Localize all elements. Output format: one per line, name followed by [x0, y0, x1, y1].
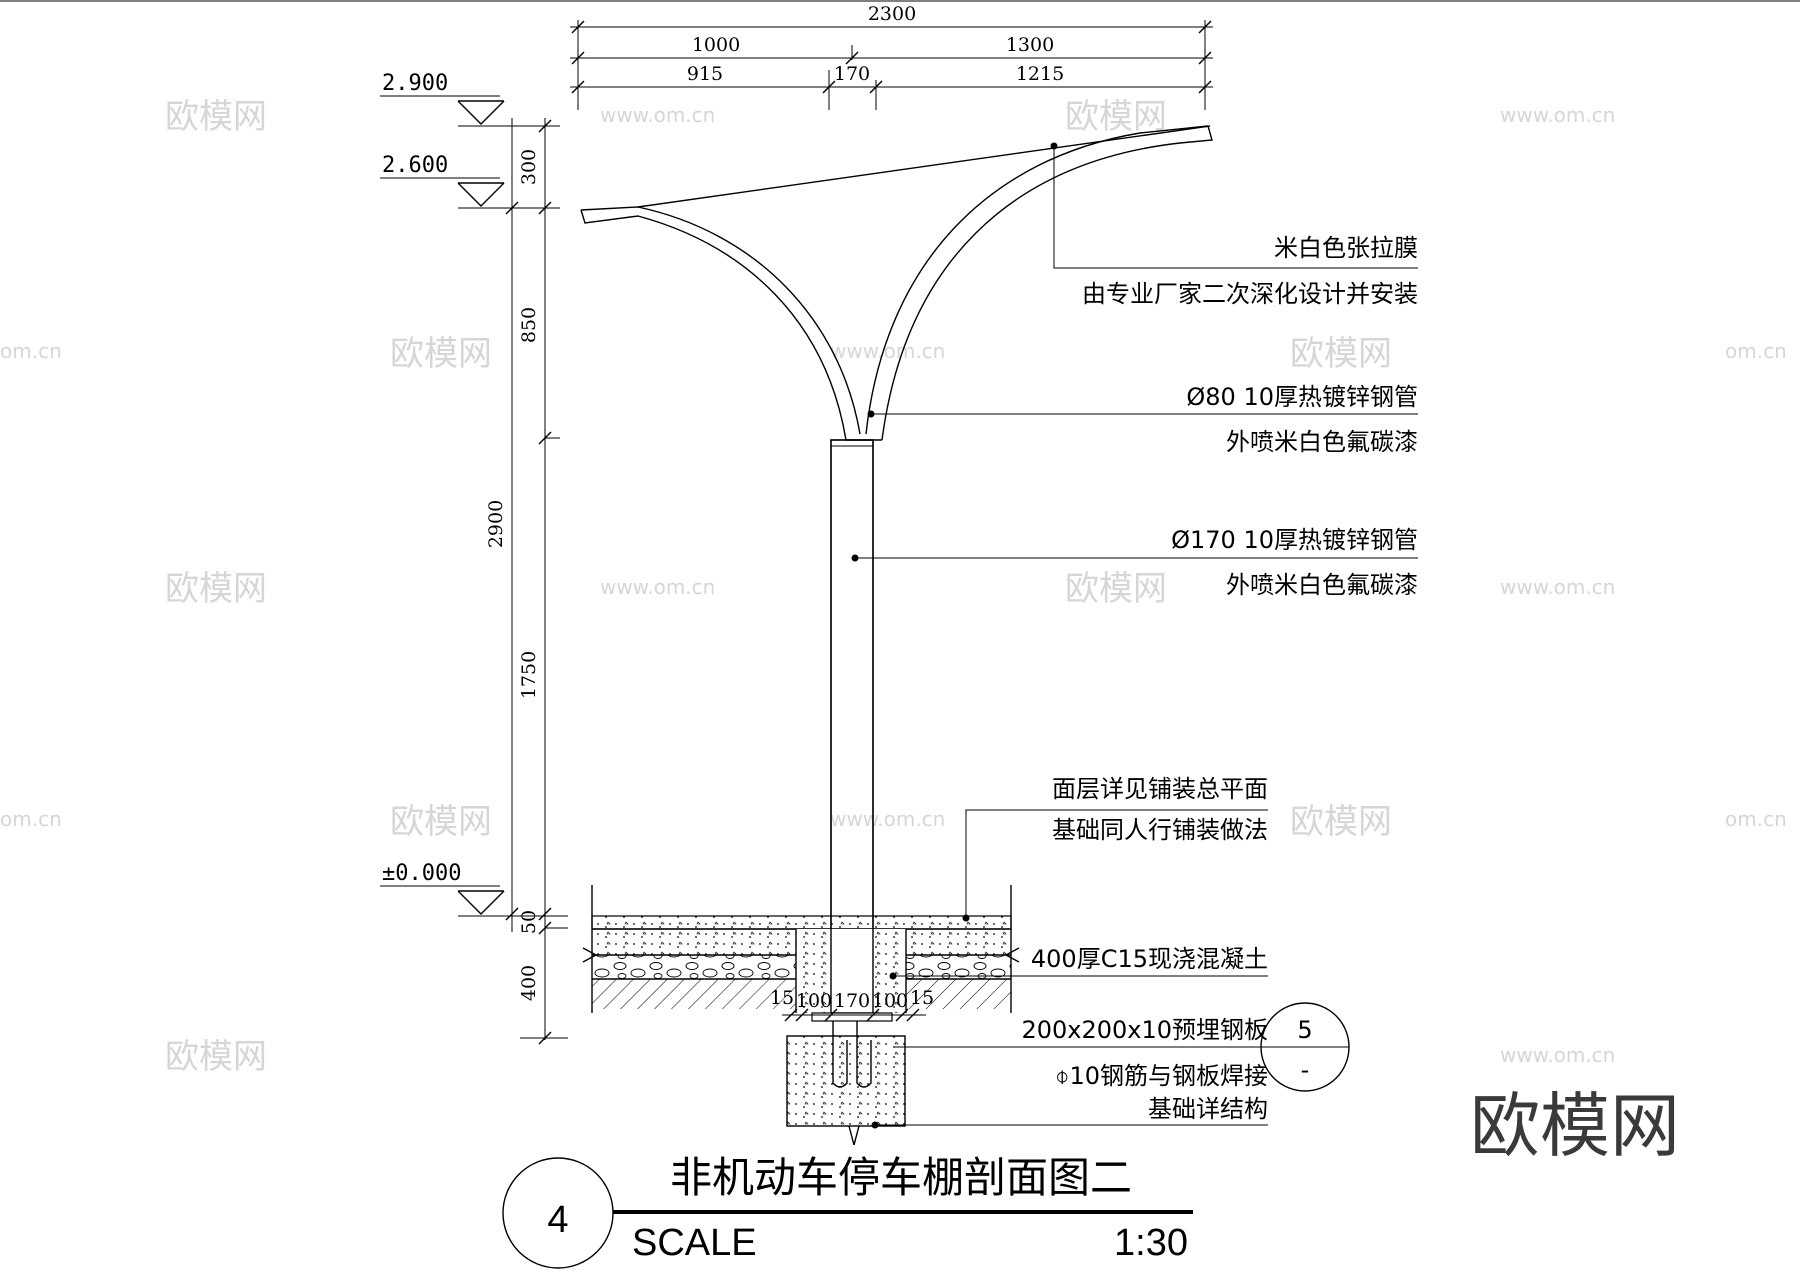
watermark-logo: 欧模网 [165, 569, 267, 609]
watermark-url: om.cn [0, 339, 62, 363]
note-membrane-1: 米白色张拉膜 [1274, 234, 1418, 262]
ref-bubble-top: 5 [1297, 1016, 1312, 1044]
drawing-title: 非机动车停车棚剖面图二 [670, 1153, 1132, 1202]
note-surface-2: 基础同人行铺装做法 [1052, 816, 1268, 844]
dim-50: 50 [518, 910, 540, 934]
watermark-logo: 欧模网 [1290, 334, 1392, 374]
dim-sub-mid: 170 [834, 63, 870, 85]
dim-300: 300 [518, 149, 540, 185]
watermark-logo: 欧模网 [1065, 569, 1167, 609]
dim-sub-right: 1215 [1016, 63, 1064, 85]
watermark-url: om.cn [1725, 339, 1787, 363]
watermark-logo: 欧模网 [390, 802, 492, 842]
dim-left: 1000 [692, 34, 740, 56]
left-arm-outer [580, 209, 847, 441]
watermark-logo: 欧模网 [165, 1037, 267, 1077]
ref-bubble-bottom: - [1301, 1056, 1310, 1084]
watermark-url: om.cn [1725, 807, 1787, 831]
watermark-url: www.om.cn [1500, 1043, 1615, 1067]
watermark-logo-large: 欧模网 [1470, 1085, 1680, 1167]
level-markers: 2.900 2.600 ±0.000 [380, 71, 568, 917]
detail-number: 4 [547, 1199, 568, 1241]
title-block: 4 非机动车停车棚剖面图二 SCALE 1:30 [502, 1153, 1193, 1269]
top-dimensions: 2300 1000 1300 915 170 1215 [570, 3, 1213, 110]
dim-overall: 2300 [868, 3, 916, 25]
note-pipe170-2: 外喷米白色氟碳漆 [1226, 571, 1418, 599]
level-2600: 2.600 [382, 153, 448, 178]
dim-sub-left: 915 [687, 63, 723, 85]
note-membrane-2: 由专业厂家二次深化设计并安装 [1082, 280, 1418, 308]
note-surface-1: 面层详见铺装总平面 [1052, 775, 1268, 803]
note-embed-3: 基础详结构 [1148, 1095, 1268, 1123]
dim-400: 400 [518, 965, 540, 1001]
dim-1750: 1750 [518, 651, 540, 699]
dim-2900: 2900 [485, 500, 507, 548]
watermark-logo: 欧模网 [1290, 802, 1392, 842]
dim-100-right: 100 [872, 990, 908, 1012]
note-embed-2: ⌽10钢筋与钢板焊接 [1055, 1062, 1268, 1090]
dim-15-left: 15 [770, 987, 794, 1009]
watermarks: 欧模网 www.om.cn 欧模网 www.om.cn om.cn 欧模网 ww… [0, 97, 1787, 1167]
note-pipe80-2: 外喷米白色氟碳漆 [1226, 428, 1418, 456]
scale-value: 1:30 [1114, 1222, 1188, 1264]
watermark-url: www.om.cn [830, 807, 945, 831]
note-pipe80-1: Ø80 10厚热镀锌钢管 [1186, 383, 1418, 411]
dim-170: 170 [834, 990, 870, 1012]
note-embed-1: 200x200x10预埋钢板 [1021, 1016, 1268, 1044]
dim-850: 850 [518, 307, 540, 343]
watermark-url: www.om.cn [1500, 103, 1615, 127]
watermark-url: www.om.cn [600, 103, 715, 127]
level-2900: 2.900 [382, 71, 448, 96]
right-arm-outer [881, 125, 1213, 441]
level-zero: ±0.000 [382, 861, 461, 886]
note-pipe170-1: Ø170 10厚热镀锌钢管 [1171, 526, 1418, 554]
left-arm-inner [580, 206, 861, 435]
tension-membrane [637, 125, 1211, 208]
dim-right: 1300 [1006, 34, 1054, 56]
annotations: 米白色张拉膜 由专业厂家二次深化设计并安装 Ø80 10厚热镀锌钢管 外喷米白色… [851, 142, 1418, 1129]
footing-dimensions: 15 100 170 100 15 [770, 987, 934, 1022]
scale-label: SCALE [632, 1222, 757, 1264]
watermark-logo: 欧模网 [390, 334, 492, 374]
right-arm-inner [865, 125, 1209, 435]
watermark-url: om.cn [0, 807, 62, 831]
dim-100-left: 100 [796, 990, 832, 1012]
dim-15-right: 15 [910, 987, 934, 1009]
vertical-dimensions: 300 850 2900 1750 50 400 [485, 118, 568, 1045]
watermark-url: www.om.cn [830, 339, 945, 363]
watermark-logo: 欧模网 [1065, 97, 1167, 137]
foundation [582, 439, 1020, 1146]
watermark-logo: 欧模网 [165, 97, 267, 137]
note-concrete: 400厚C15现浇混凝土 [1031, 945, 1268, 973]
watermark-url: www.om.cn [600, 575, 715, 599]
watermark-url: www.om.cn [1500, 575, 1615, 599]
